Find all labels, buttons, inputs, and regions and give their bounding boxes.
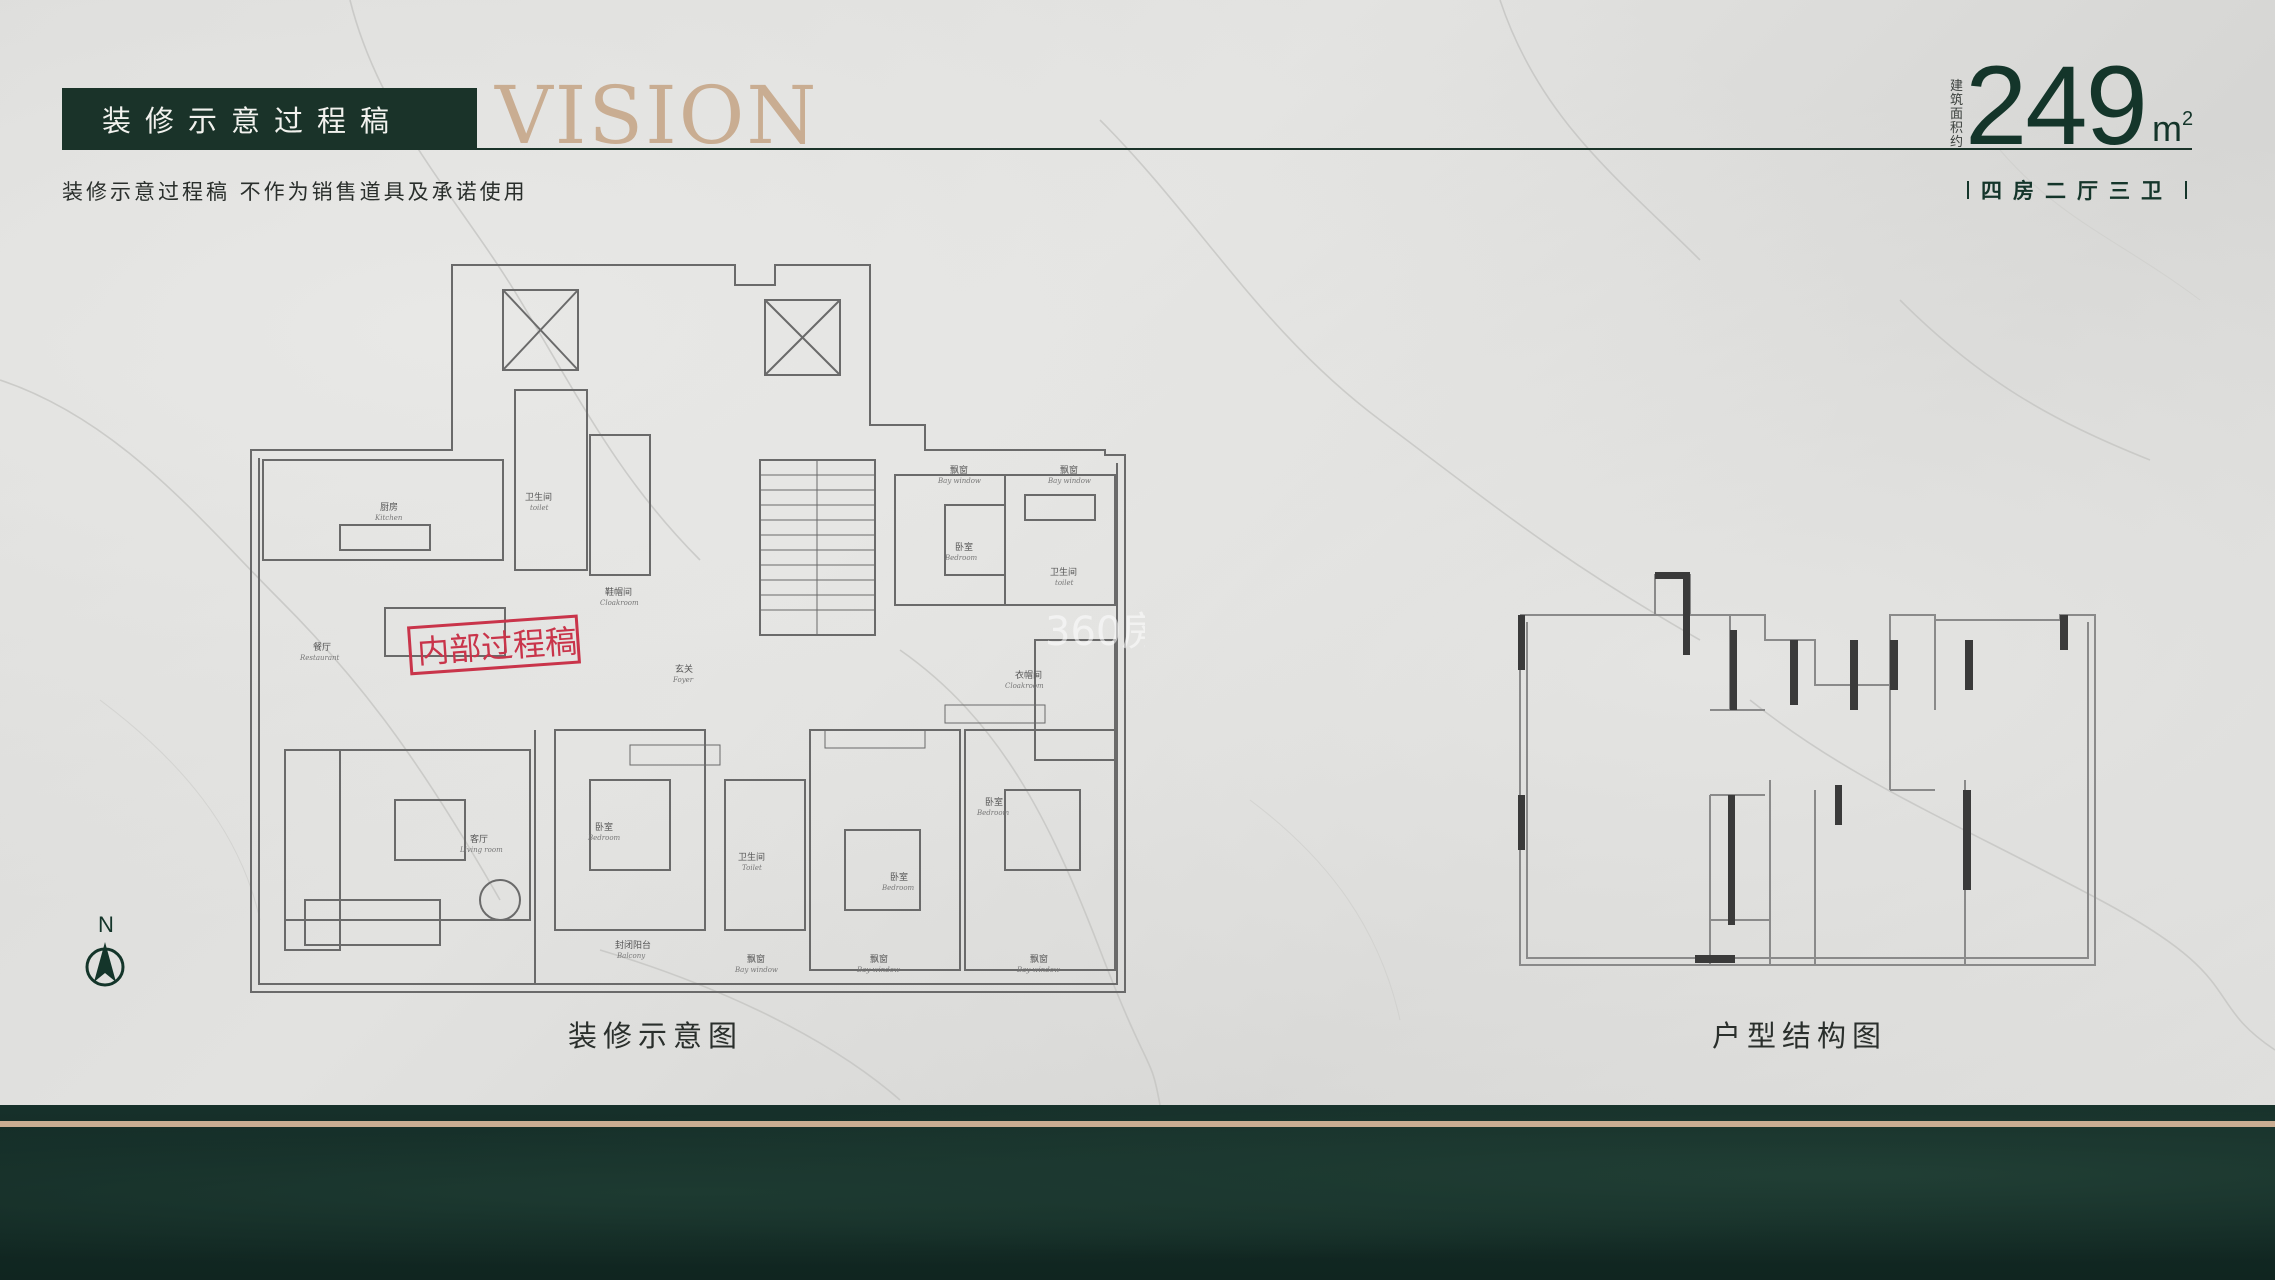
watermark: 360房 xyxy=(1045,609,1145,655)
area-value: 249 xyxy=(1965,43,2148,168)
room-label-en: Bay window xyxy=(1047,477,1091,485)
room-label-en: Bay window xyxy=(1016,966,1060,974)
room-label-cn: 衣帽间 xyxy=(1015,669,1042,681)
room-label-en: Balcony xyxy=(616,952,646,960)
decorated-floor-plan: 厨房 Kitchen 卫生间 toilet 餐厅 Restaurant 鞋帽间 … xyxy=(250,264,1145,993)
room-label-cn: 鞋帽间 xyxy=(605,586,632,598)
room-label-cn: 卧室 xyxy=(955,541,973,553)
internal-draft-stamp: 内部过程稿 xyxy=(406,614,581,676)
layout-char: 房 xyxy=(2013,179,2045,203)
room-label-cn: 卧室 xyxy=(985,796,1003,808)
room-label-en: Bay window xyxy=(937,477,981,485)
divider xyxy=(2185,181,2187,199)
layout-char: 四 xyxy=(1981,179,2013,203)
gold-divider xyxy=(0,1121,2275,1127)
north-compass-icon: N xyxy=(85,912,125,987)
header-rule xyxy=(477,148,2192,150)
room-label-cn: 卫生间 xyxy=(525,491,552,503)
room-label-en: toilet xyxy=(530,504,549,512)
room-label-cn: 玄关 xyxy=(675,663,693,675)
room-label-cn: 客厅 xyxy=(470,833,488,845)
caption-decorated-plan: 装修示意图 xyxy=(568,1019,744,1053)
room-label-cn: 封闭阳台 xyxy=(615,939,651,951)
room-label-cn: 厨房 xyxy=(380,501,398,513)
room-label-cn: 飘窗 xyxy=(747,953,765,965)
layout-char: 厅 xyxy=(2077,179,2109,203)
structure-floor-plan xyxy=(1518,572,2096,966)
room-label-cn: 卧室 xyxy=(890,871,908,883)
room-label-en: Bedroom xyxy=(587,834,621,842)
room-label-en: Cloakroom xyxy=(600,599,639,607)
marble-veins xyxy=(0,0,2275,1105)
caption-structure-plan: 户型结构图 xyxy=(1712,1019,1888,1053)
room-label-cn: 卧室 xyxy=(595,821,613,833)
room-label-cn: 飘窗 xyxy=(1060,464,1078,476)
bottom-marble-band xyxy=(0,1105,2275,1280)
room-label-cn: 飘窗 xyxy=(1030,953,1048,965)
room-label-en: Cloakroom xyxy=(1005,682,1044,690)
room-label-cn: 餐厅 xyxy=(313,641,331,653)
room-label-en: Bedroom xyxy=(944,554,978,562)
room-label-cn: 飘窗 xyxy=(870,953,888,965)
area-unit: m2 xyxy=(2152,108,2194,149)
layout-char: 三 xyxy=(2109,179,2141,203)
room-label-cn: 卫生间 xyxy=(1050,566,1077,578)
room-label-en: Toilet xyxy=(742,864,762,872)
layout-char: 二 xyxy=(2045,179,2077,203)
room-label-en: toilet xyxy=(1055,579,1074,587)
compass-north-label: N xyxy=(98,912,114,937)
layout-char: 卫 xyxy=(2141,179,2173,203)
vision-wordmark: VISION xyxy=(495,69,819,162)
area-label: 建筑面积约 xyxy=(1950,79,1964,150)
room-label-en: Bedroom xyxy=(976,809,1010,817)
title-box: 装修示意过程稿 xyxy=(62,88,477,150)
room-label-en: Kitchen xyxy=(374,514,403,522)
divider xyxy=(1967,181,1969,199)
room-label-cn: 卫生间 xyxy=(738,851,765,863)
room-label-en: Bedroom xyxy=(881,884,915,892)
room-label-cn: 飘窗 xyxy=(950,464,968,476)
room-label-en: Bay window xyxy=(856,966,900,974)
room-labels: 厨房 Kitchen 卫生间 toilet 餐厅 Restaurant 鞋帽间 … xyxy=(299,464,1091,974)
room-label-en: Restaurant xyxy=(299,654,340,662)
room-label-en: Foyer xyxy=(672,676,694,684)
layout-tag: 四 房 二 厅 三 卫 xyxy=(1955,175,2199,205)
page-title: 装修示意过程稿 xyxy=(102,104,404,138)
room-label-en: Bay window xyxy=(734,966,778,974)
room-label-en: Living room xyxy=(459,846,503,854)
disclaimer-text: 装修示意过程稿 不作为销售道具及承诺使用 xyxy=(62,180,528,204)
